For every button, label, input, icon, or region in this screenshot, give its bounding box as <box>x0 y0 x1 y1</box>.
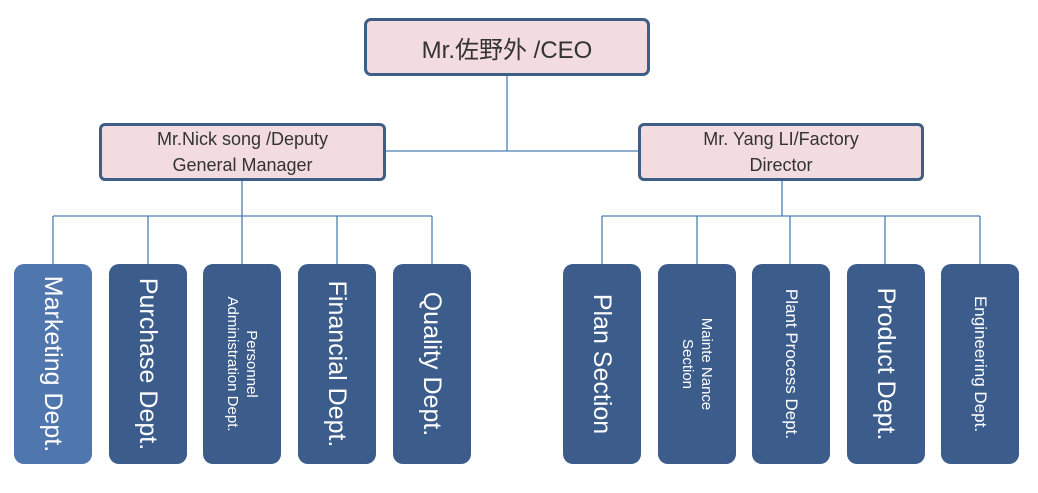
dept-maintenance-section-label: Mainte Nance Section <box>678 274 716 454</box>
factory-director-text: Mr. Yang LI/Factory Director <box>703 126 858 178</box>
dept-maintenance-section-line1: Mainte Nance <box>698 317 715 411</box>
dept-product-label: Product Dept. <box>872 287 900 441</box>
dept-maintenance-section-line2: Section <box>679 338 696 390</box>
dept-engineering: Engineering Dept. <box>941 264 1019 464</box>
dept-quality: Quality Dept. <box>393 264 471 464</box>
ceo-box: Mr.佐野外 /CEO <box>364 18 650 76</box>
dept-personnel-administration-line1: Personnel <box>243 330 260 398</box>
factory-director-box: Mr. Yang LI/Factory Director <box>638 123 924 181</box>
dept-personnel-administration-line2: Administration Dept. <box>224 296 241 432</box>
dept-maintenance-section: Mainte Nance Section <box>658 264 736 464</box>
ceo-label: Mr.佐野外 /CEO <box>421 36 593 64</box>
dept-marketing-label: Marketing Dept. <box>39 275 67 453</box>
dept-plan-section-label: Plan Section <box>588 293 616 435</box>
dept-product: Product Dept. <box>847 264 925 464</box>
deputy-general-manager-line1: Mr.Nick song /Deputy <box>156 129 329 149</box>
dept-purchase-label: Purchase Dept. <box>134 277 162 451</box>
factory-director-line1: Mr. Yang LI/Factory <box>703 129 859 149</box>
dept-plant-process: Plant Process Dept. <box>752 264 830 464</box>
dept-purchase: Purchase Dept. <box>109 264 187 464</box>
factory-director-line2: Director <box>749 155 813 175</box>
deputy-general-manager-text: Mr.Nick song /Deputy General Manager <box>157 126 328 178</box>
dept-engineering-label: Engineering Dept. <box>971 295 990 433</box>
dept-financial-label: Financial Dept. <box>323 280 351 448</box>
dept-plant-process-label: Plant Process Dept. <box>782 288 801 440</box>
dept-financial: Financial Dept. <box>298 264 376 464</box>
dept-quality-label: Quality Dept. <box>418 291 446 437</box>
dept-marketing: Marketing Dept. <box>14 264 92 464</box>
deputy-general-manager-line2: General Manager <box>172 155 313 175</box>
dept-personnel-administration-label: Personnel Administration Dept. <box>223 274 261 454</box>
dept-plan-section: Plan Section <box>563 264 641 464</box>
deputy-general-manager-box: Mr.Nick song /Deputy General Manager <box>99 123 386 181</box>
dept-personnel-administration: Personnel Administration Dept. <box>203 264 281 464</box>
